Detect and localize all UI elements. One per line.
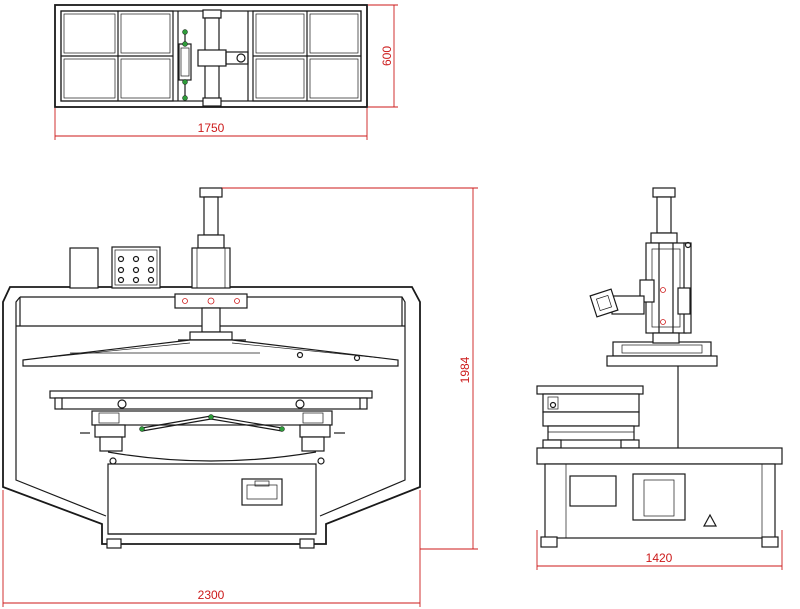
- dimension-label-front-width: 2300: [198, 588, 225, 602]
- side-view: [536, 187, 783, 548]
- side-lower-table: [536, 385, 644, 395]
- side-control-box: [589, 288, 619, 318]
- dimension-side-width: 1420: [536, 530, 783, 570]
- lower-table: [49, 390, 373, 399]
- warning-triangle-icon: [702, 513, 718, 527]
- dimension-label-front-height: 1984: [458, 356, 472, 383]
- top-view: [54, 4, 368, 108]
- dimension-label-top-width: 1750: [198, 121, 225, 135]
- front-handle: [241, 478, 283, 506]
- front-base-cabinet: [107, 463, 317, 535]
- dimension-front-width: 2300: [2, 490, 421, 607]
- dimension-top-width: 1750: [54, 108, 368, 140]
- dimension-front-height: 1984: [222, 187, 478, 550]
- dimension-label-top-depth: 600: [380, 46, 394, 66]
- top-view-frame: [54, 4, 368, 108]
- front-view-body: [2, 286, 421, 545]
- dimension-top-depth: 600: [368, 4, 398, 108]
- side-upper-platen: [606, 355, 718, 367]
- front-view: [2, 187, 421, 549]
- dimension-label-side-width: 1420: [646, 551, 673, 565]
